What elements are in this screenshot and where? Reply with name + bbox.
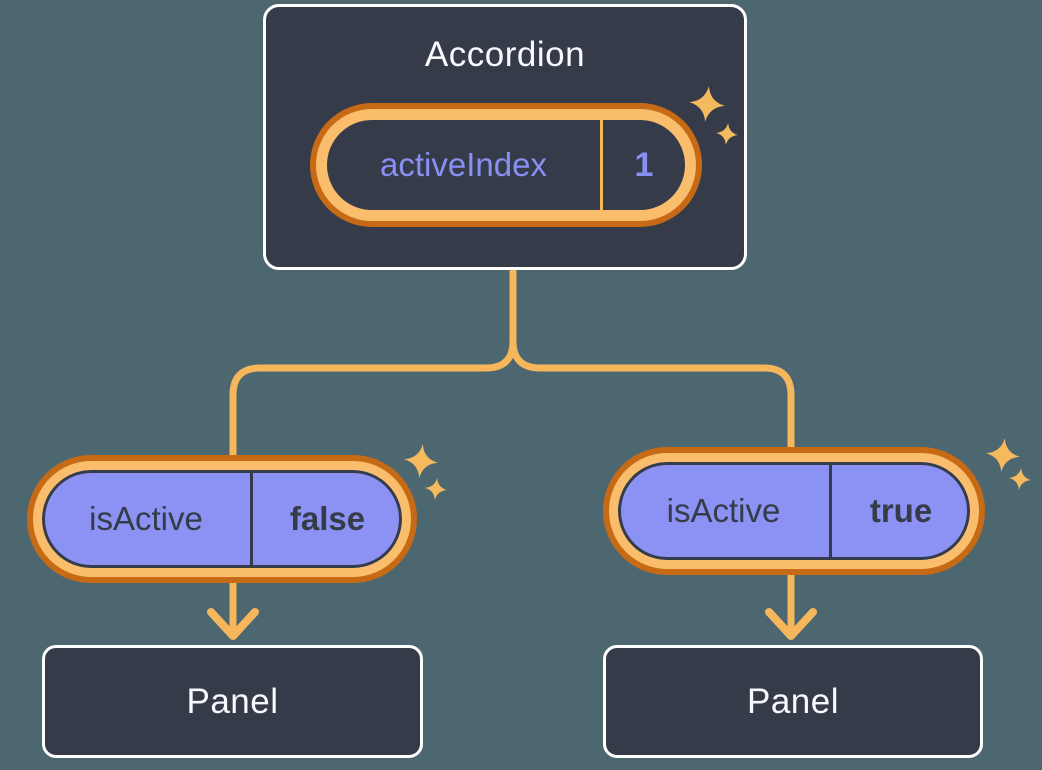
- prop-name: isActive: [89, 500, 203, 537]
- prop-name: isActive: [666, 492, 781, 529]
- panel-box: Panel: [603, 645, 983, 758]
- state-name: activeIndex: [380, 146, 547, 183]
- panel-label: Panel: [746, 681, 840, 721]
- state-pill: activeIndex 1: [316, 109, 696, 221]
- connector-right: [509, 268, 795, 634]
- prop-value: true: [829, 462, 970, 560]
- prop-value: false: [250, 470, 402, 568]
- prop-pill-true: isActive true: [609, 453, 979, 569]
- panel-box: Panel: [42, 645, 423, 758]
- prop-pill-false: isActive false: [33, 461, 411, 577]
- panel-label: Panel: [186, 681, 279, 721]
- state-value: 1: [600, 120, 685, 210]
- accordion-title: Accordion: [424, 35, 586, 74]
- arrow-down-icon: [207, 608, 259, 640]
- arrow-down-icon: [765, 608, 817, 640]
